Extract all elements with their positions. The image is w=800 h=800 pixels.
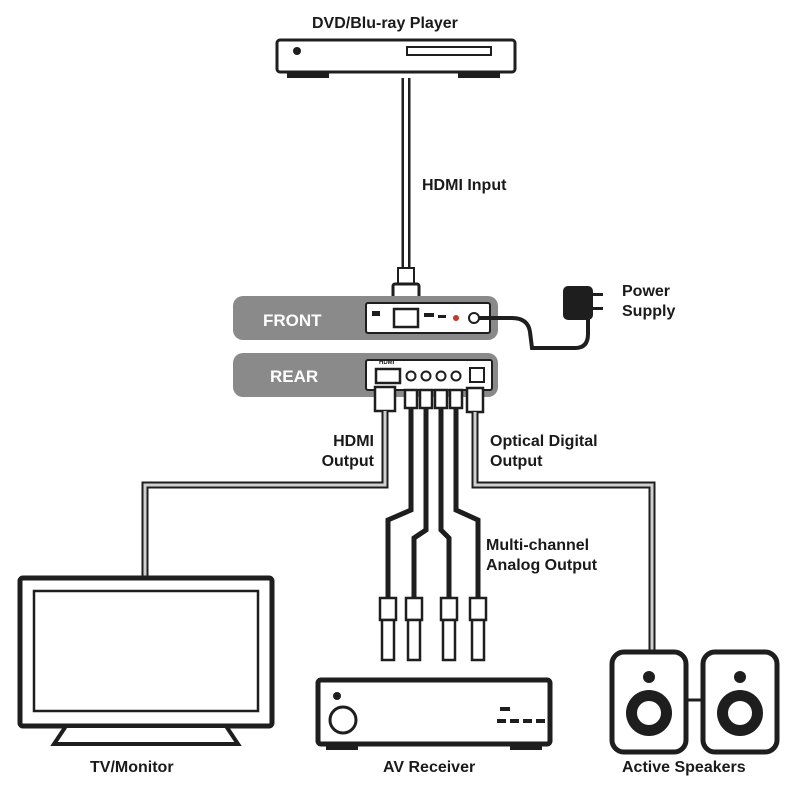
hdmi-output-label-line2: Output xyxy=(321,453,374,470)
power-supply-label-line1: Power xyxy=(622,283,671,300)
active-speakers-label: Active Speakers xyxy=(622,759,746,776)
analog-output-cables xyxy=(385,390,481,600)
optical-output-cable xyxy=(465,386,656,652)
front-panel-label: FRONT xyxy=(263,311,322,330)
front-panel xyxy=(233,296,498,340)
multichannel-output-label: Multi-channel Analog Output xyxy=(486,536,597,576)
tv-monitor-icon xyxy=(17,575,275,746)
hdmi-output-label-line1: HDMI xyxy=(333,433,374,450)
power-supply-label: Power Supply xyxy=(622,282,675,322)
optical-output-label-line1: Optical Digital xyxy=(490,433,598,450)
power-supply-icon xyxy=(478,286,603,350)
hdmi-output-cable xyxy=(141,385,397,578)
tv-monitor-label: TV/Monitor xyxy=(90,759,174,776)
optical-output-label-line2: Output xyxy=(490,453,543,470)
multichannel-output-label-line2: Analog Output xyxy=(486,557,598,574)
active-speakers-icon xyxy=(609,649,780,755)
rear-panel xyxy=(233,353,498,397)
rca-plugs xyxy=(378,388,488,662)
rear-panel-label: REAR xyxy=(270,367,319,386)
av-receiver-label: AV Receiver xyxy=(383,759,476,776)
hdmi-input-cable xyxy=(391,78,421,329)
optical-output-label: Optical Digital Output xyxy=(490,432,598,472)
hdmi-input-label: HDMI Input xyxy=(422,177,507,194)
hdmi-output-label: HDMI Output xyxy=(300,432,374,472)
av-receiver-icon xyxy=(315,677,553,750)
dvd-player-icon xyxy=(275,38,517,78)
rear-hdmi-port-label: HDMI xyxy=(379,360,395,366)
dvd-player-label: DVD/Blu-ray Player xyxy=(312,15,458,32)
power-supply-label-line2: Supply xyxy=(622,303,676,320)
multichannel-output-label-line1: Multi-channel xyxy=(486,537,590,554)
